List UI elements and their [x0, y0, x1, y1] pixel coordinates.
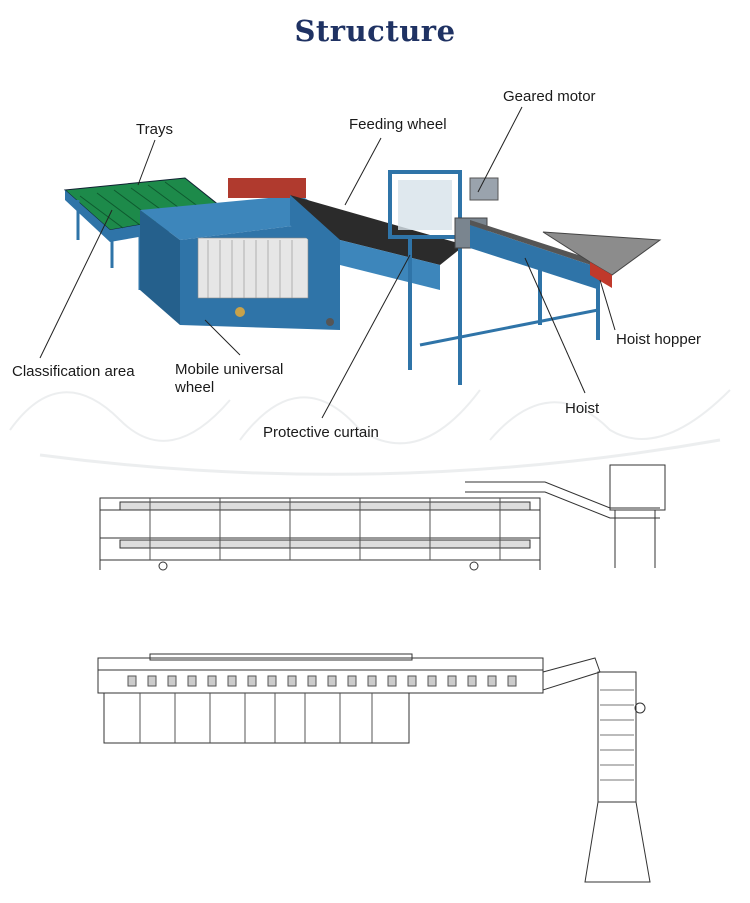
side-view-drawing	[100, 465, 665, 570]
label-hoist: Hoist	[565, 400, 599, 417]
label-geared-motor: Geared motor	[503, 88, 596, 105]
label-feeding-wheel: Feeding wheel	[349, 116, 447, 133]
label-mobile-universal-wheel-line1: Mobile universal	[175, 361, 283, 378]
top-view-drawing	[98, 654, 650, 882]
label-mobile-universal-wheel-line2: wheel	[175, 379, 214, 396]
label-trays: Trays	[136, 121, 173, 138]
label-hoist-hopper: Hoist hopper	[616, 331, 701, 348]
label-protective-curtain: Protective curtain	[263, 424, 379, 441]
label-classification-area: Classification area	[12, 363, 135, 380]
